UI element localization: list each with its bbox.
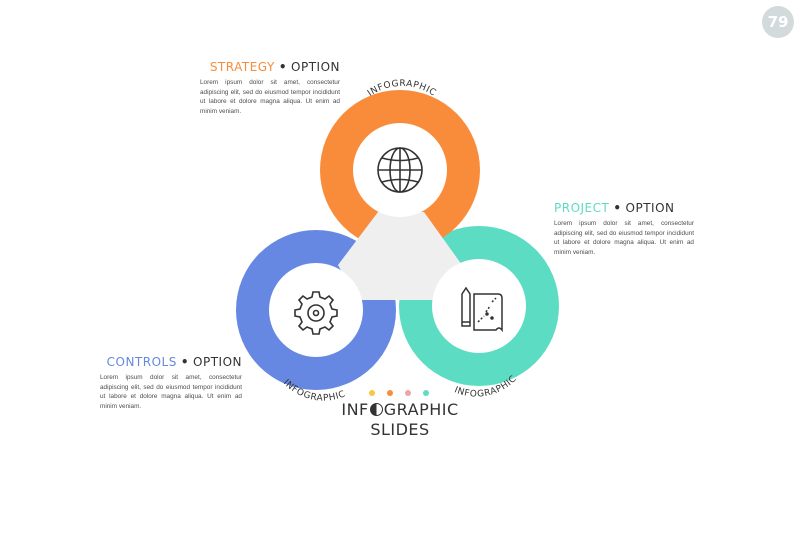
body-project: Lorem ipsum dolor sit amet, consectetur … <box>554 220 694 256</box>
title-project-option: OPTION <box>625 201 675 215</box>
text-block-controls: CONTROLS•OPTION Lorem ipsum dolor sit am… <box>100 355 242 411</box>
slide-number-badge: 79 <box>762 6 794 38</box>
center-triangle <box>338 212 462 300</box>
globe-icon <box>377 147 423 193</box>
title-controls-option: OPTION <box>193 355 242 369</box>
title-controls-keyword: CONTROLS <box>106 355 177 369</box>
color-dot <box>405 390 411 396</box>
gear-icon <box>294 291 338 335</box>
half-circle-icon <box>369 403 383 416</box>
body-controls: Lorem ipsum dolor sit amet, consectetur … <box>100 374 242 410</box>
title-controls: CONTROLS•OPTION <box>106 355 242 369</box>
text-block-project: PROJECT•OPTION Lorem ipsum dolor sit ame… <box>554 201 694 257</box>
blueprint-icon <box>461 286 503 333</box>
title-strategy-keyword: STRATEGY <box>209 60 275 74</box>
title-strategy: STRATEGY•OPTION <box>209 60 340 74</box>
inner-disc-project <box>432 259 526 353</box>
color-dot <box>423 390 429 396</box>
footer-line-1-part-b: GRAPHIC <box>383 400 459 419</box>
color-dot <box>387 390 393 396</box>
color-dots <box>369 390 429 396</box>
text-block-strategy: STRATEGY•OPTION Lorem ipsum dolor sit am… <box>200 60 340 116</box>
title-project-keyword: PROJECT <box>554 201 610 215</box>
footer-line-1-part-a: INF <box>341 400 369 419</box>
footer-line-1: INF GRAPHIC <box>330 400 470 420</box>
footer-title: INF GRAPHIC SLIDES <box>330 400 470 440</box>
footer-line-2: SLIDES <box>370 420 430 439</box>
body-strategy: Lorem ipsum dolor sit amet, consectetur … <box>200 79 340 115</box>
title-project: PROJECT•OPTION <box>554 201 675 215</box>
title-strategy-option: OPTION <box>291 60 340 74</box>
color-dot <box>369 390 375 396</box>
